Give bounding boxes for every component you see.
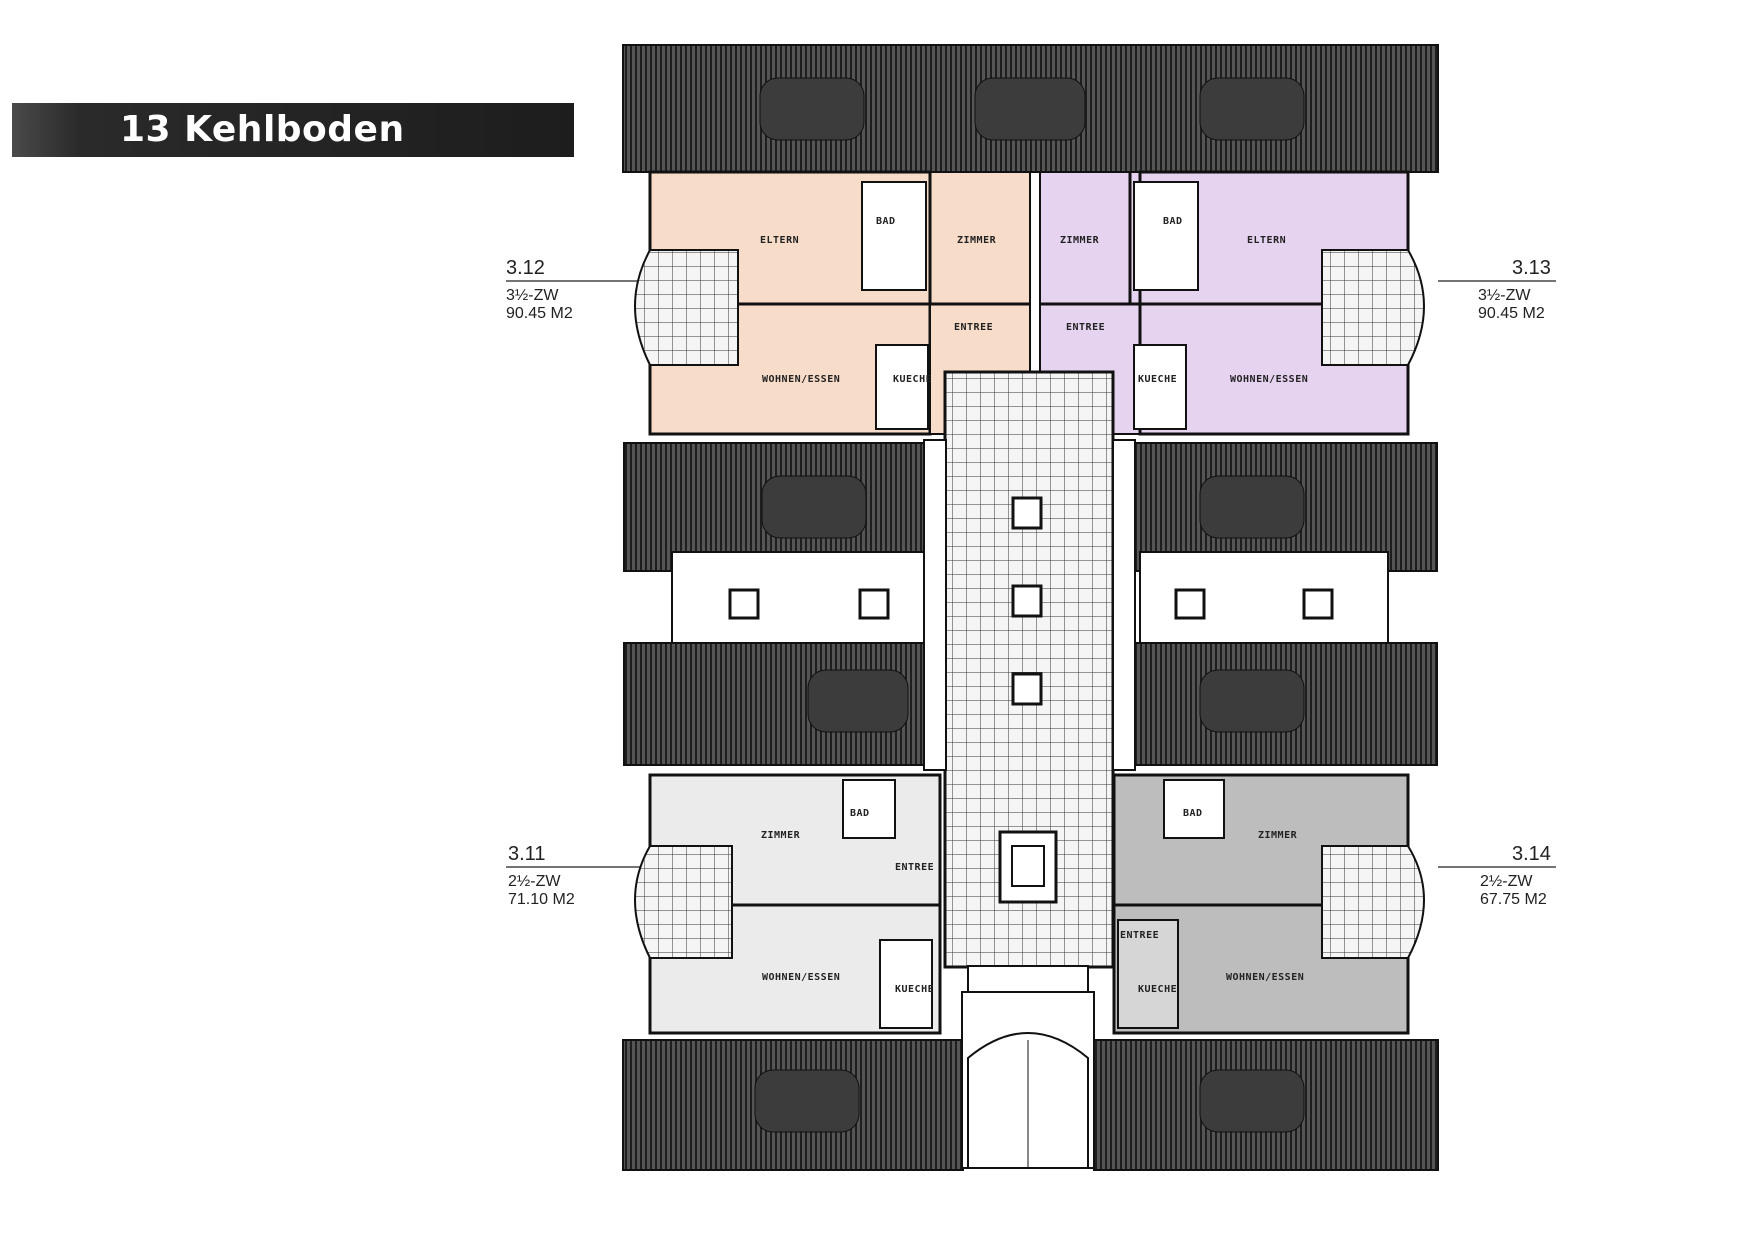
kitchen <box>1133 344 1187 430</box>
elevator <box>998 830 1058 904</box>
roof-bottom <box>622 1039 1439 1171</box>
unit-type: 2½-ZW <box>508 873 561 890</box>
room-label: ZIMMER <box>1060 235 1100 246</box>
room-label: ZIMMER <box>957 235 997 246</box>
room-label: ENTREE <box>1066 322 1105 333</box>
dormer-window <box>1199 1069 1305 1133</box>
room-label: ELTERN <box>760 235 799 246</box>
dormer-window <box>1199 77 1305 141</box>
unit-number: 3.11 <box>508 843 546 865</box>
skylight <box>1011 584 1043 618</box>
dormer-window <box>754 1069 860 1133</box>
skylight <box>1302 588 1334 620</box>
dormer-window <box>759 77 865 141</box>
unit-type: 3½-ZW <box>506 287 559 304</box>
room-label: BAD <box>850 808 870 819</box>
room-label: ENTREE <box>895 862 934 873</box>
room-label: ZIMMER <box>1258 830 1298 841</box>
roof-top <box>622 44 1439 173</box>
room-label: KUECHE <box>1138 984 1177 995</box>
unit-number: 3.13 <box>1512 257 1551 279</box>
room-label: WOHNEN/ESSEN <box>1230 374 1308 385</box>
dormer-window <box>807 669 909 733</box>
roof-mid-lower <box>623 642 1438 766</box>
dormer-window <box>761 475 867 539</box>
skylight <box>1011 672 1043 706</box>
apartment-3-13 <box>1039 170 1410 436</box>
central-corridor <box>923 370 1136 993</box>
kitchen <box>1117 919 1179 1029</box>
room-label: KUECHE <box>895 984 934 995</box>
room-label: ELTERN <box>1247 235 1286 246</box>
room-label: WOHNEN/ESSEN <box>762 374 840 385</box>
room-label: BAD <box>1163 216 1183 227</box>
room-label: BAD <box>1183 808 1203 819</box>
balcony-3-12 <box>634 249 739 366</box>
dormer-window <box>1199 669 1305 733</box>
room-label: WOHNEN/ESSEN <box>762 972 840 983</box>
skylight <box>1011 496 1043 530</box>
skylight <box>728 588 760 620</box>
unit-type: 3½-ZW <box>1478 287 1531 304</box>
page-title: 13 Kehlboden <box>120 109 405 150</box>
bathroom <box>861 181 927 291</box>
balcony-3-11 <box>634 845 733 959</box>
balcony-3-13 <box>1321 249 1425 366</box>
room-label: ZIMMER <box>761 830 801 841</box>
room-label: KUECHE <box>1138 374 1177 385</box>
kitchen <box>879 939 933 1029</box>
unit-area: 71.10 M2 <box>508 891 575 908</box>
balcony-3-14 <box>1321 845 1425 959</box>
unit-number: 3.12 <box>506 257 545 279</box>
skylight <box>1174 588 1206 620</box>
room-label: KUECHE <box>893 374 932 385</box>
room-label: ENTREE <box>1120 930 1159 941</box>
unit-type: 2½-ZW <box>1480 873 1533 890</box>
dormer-window <box>974 77 1086 141</box>
room-label: WOHNEN/ESSEN <box>1226 972 1304 983</box>
unit-area: 67.75 M2 <box>1480 891 1547 908</box>
room-label: BAD <box>876 216 896 227</box>
title-banner: 13 Kehlboden <box>12 103 574 157</box>
unit-area: 90.45 M2 <box>1478 305 1545 322</box>
skylight <box>858 588 890 620</box>
room-labels: ELTERN BAD ZIMMER ENTREE WOHNEN/ESSEN KU… <box>760 216 1308 995</box>
label-leaders <box>506 280 1556 868</box>
dormer-window <box>1199 475 1305 539</box>
bathroom <box>842 779 896 839</box>
unit-area: 90.45 M2 <box>506 305 573 322</box>
entrance-arch <box>961 991 1095 1169</box>
unit-number: 3.14 <box>1512 843 1551 865</box>
bathroom <box>1163 779 1225 839</box>
kitchen <box>875 344 929 430</box>
roof-terrace-strips <box>671 551 1389 659</box>
room-label: ENTREE <box>954 322 993 333</box>
bathroom <box>1133 181 1199 291</box>
